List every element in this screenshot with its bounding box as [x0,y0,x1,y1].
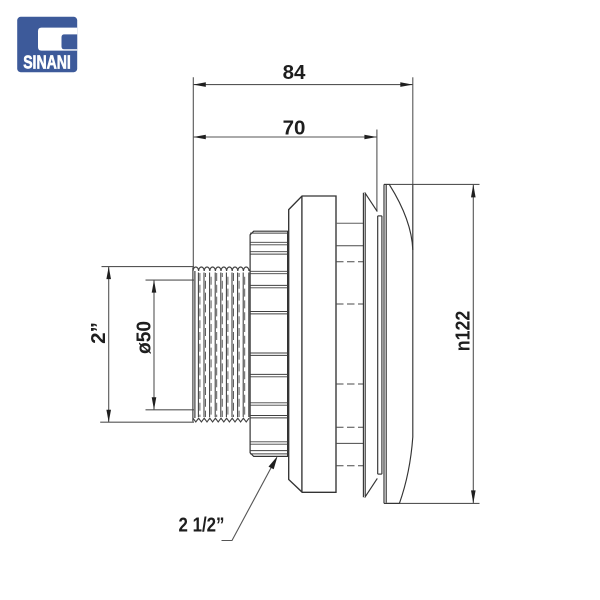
svg-text:2”: 2” [87,322,110,344]
svg-text:ø50: ø50 [133,321,156,354]
svg-text:70: 70 [283,117,306,140]
svg-text:2 1/2”: 2 1/2” [179,514,225,537]
svg-text:SINANI: SINANI [23,51,71,72]
svg-text:n122: n122 [451,311,474,352]
svg-text:84: 84 [283,61,306,84]
